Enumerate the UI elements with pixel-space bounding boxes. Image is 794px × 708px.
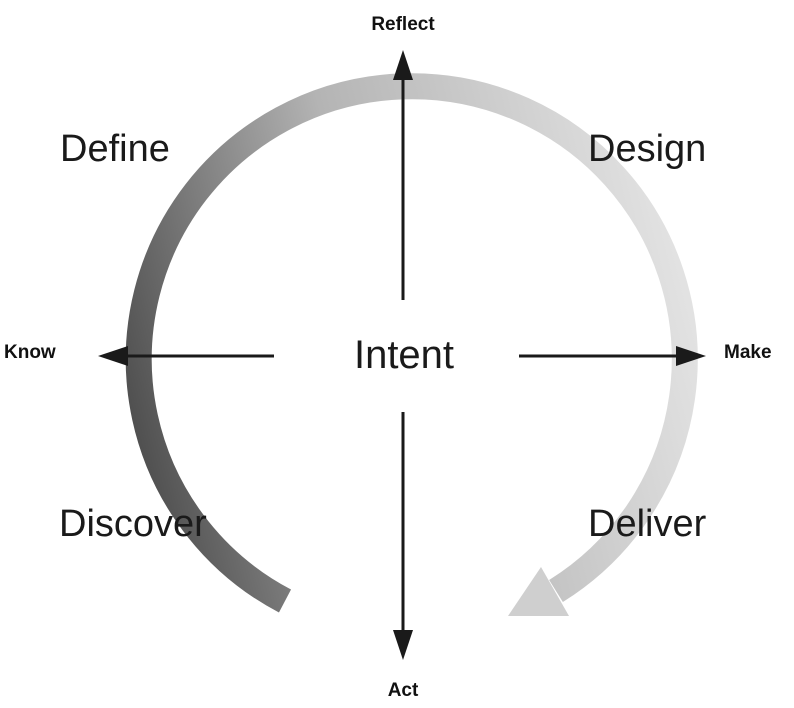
know-arrowhead [98, 346, 128, 366]
axis-label-act: Act [388, 680, 419, 701]
axis-label-make: Make [724, 342, 772, 363]
act-arrowhead [393, 630, 413, 660]
phase-label-discover: Discover [59, 503, 207, 545]
center-label-intent: Intent [354, 333, 454, 377]
phase-label-define: Define [60, 128, 170, 170]
cycle-arrowhead [508, 567, 569, 616]
reflect-arrowhead [393, 50, 413, 80]
phase-label-design: Design [588, 128, 706, 170]
phase-label-deliver: Deliver [588, 503, 707, 545]
axis-label-reflect: Reflect [371, 14, 435, 35]
make-arrowhead [676, 346, 706, 366]
axis-label-know: Know [4, 342, 56, 363]
